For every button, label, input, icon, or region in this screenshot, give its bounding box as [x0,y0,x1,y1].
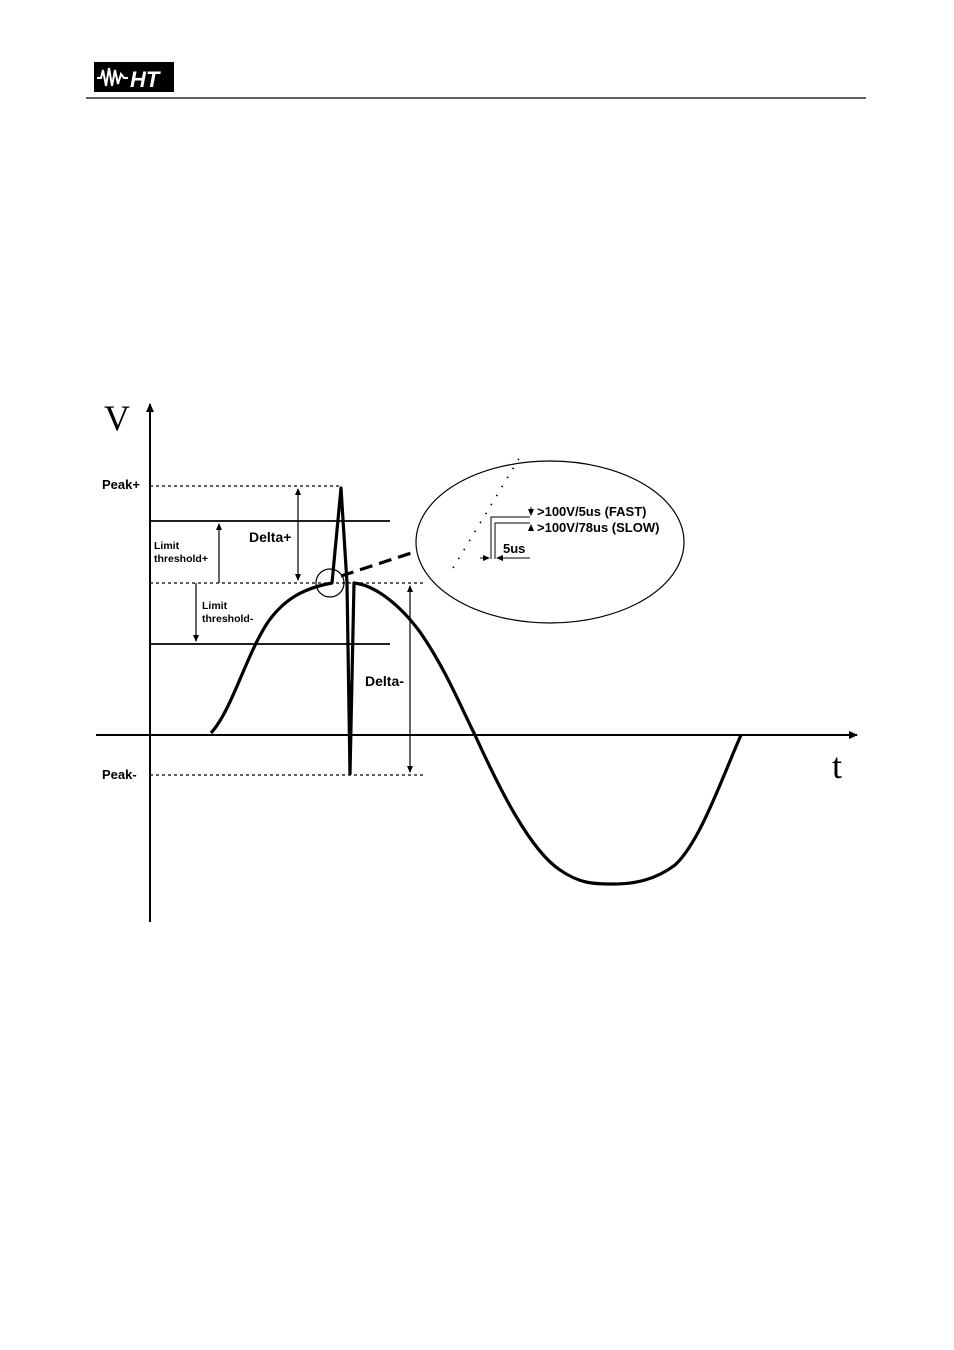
limit-minus-label-line1: Limit [202,600,228,612]
delta-plus-label: Delta+ [249,529,291,545]
limit-minus-label-line2: threshold- [202,613,254,625]
peak-plus-label: Peak+ [102,477,140,492]
zoom-slow-label: >100V/78us (SLOW) [537,520,659,535]
limit-plus-label-line2: threshold+ [154,553,208,565]
axis-t-label: t [832,746,842,786]
delta-minus-label: Delta- [365,673,404,689]
zoom-ellipse [416,461,684,623]
zoom-fast-label: >100V/5us (FAST) [537,504,646,519]
logo-text: HT [130,67,161,92]
brand-logo: HT [94,62,174,92]
peak-minus-label: Peak- [102,767,137,782]
limit-plus-label-line1: Limit [154,540,180,552]
axis-v-label: V [104,398,130,438]
zoom-detail: >100V/5us (FAST) >100V/78us (SLOW) 5us [416,457,684,623]
zoom-time-label: 5us [503,541,525,556]
